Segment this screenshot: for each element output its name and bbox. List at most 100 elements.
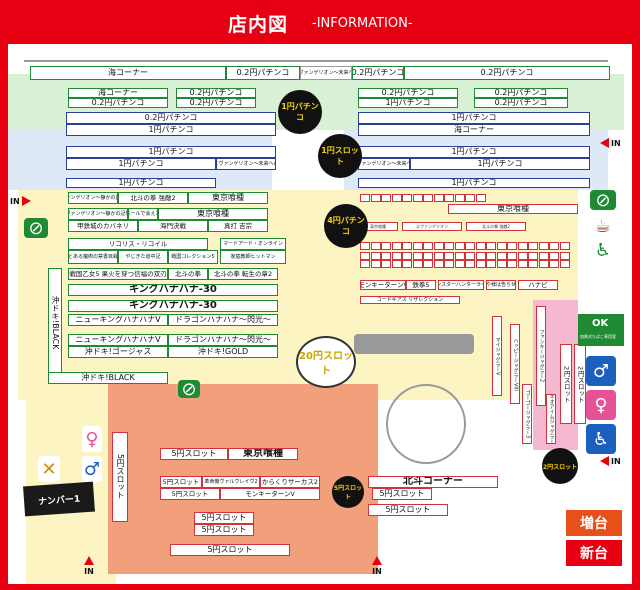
juggler-v1: ファンキージャグラー2: [536, 306, 546, 406]
slot-machine-cell: [465, 252, 475, 260]
slot-machine-cell: [391, 252, 402, 260]
entrance-bottom-left: IN: [84, 556, 94, 576]
slot-l-r1c: 東京喰種: [188, 192, 268, 204]
badge-p1: 1円パチンコ: [278, 90, 322, 134]
slot-machine-cell: [412, 194, 423, 202]
slot-r-r2c: 北斗の拳 強敵2: [466, 222, 526, 231]
new-king-hanahana-row2: ニューキングハナハナV: [68, 334, 168, 346]
p1-row4c: 1円パチンコ: [358, 146, 590, 158]
slot-l-r2a: エヴァンゲリオン〜静かの記憶〜: [68, 208, 128, 220]
restroom-female-icon: ♀: [586, 390, 616, 420]
slot-machine-cell: [549, 242, 559, 250]
dragon-hanahana-row1: ドラゴンハナハナ〜閃光〜: [168, 314, 278, 326]
arrow-up-icon: [372, 556, 382, 565]
king-hanahana-row2: キングハナハナ-30: [68, 300, 278, 312]
slot-machine-cell: [549, 260, 559, 268]
smoking-ok-label: OK: [592, 318, 609, 329]
shindai-sign: 新台: [566, 540, 622, 566]
slot-machine-cell: [559, 242, 570, 250]
arrow-left-icon: [600, 456, 609, 466]
slot-l-r6c: 北斗の拳 転生の章2: [208, 268, 278, 280]
slot-machine-cell: [444, 252, 454, 260]
slot-machine-cell: [402, 260, 412, 268]
entrance-left: IN: [10, 196, 31, 206]
center-counter: [354, 334, 474, 354]
slot-machine-cell: [507, 242, 517, 250]
slot-machine-cell: [391, 260, 402, 268]
evangelion-banner-mid: 新世紀エヴァンゲリオン〜未来への咆哮〜: [216, 158, 276, 170]
slot-machine-cell: [528, 242, 538, 250]
slot-machine-cell: [475, 194, 486, 202]
smoking-ok-area: [578, 314, 624, 346]
slot-machine-cell: [444, 194, 454, 202]
slot-machine-cell: [433, 242, 444, 250]
slot-machine-cell: [507, 260, 517, 268]
slot-machine-cell: [370, 252, 381, 260]
y5-slot-vertical: 5円スロット: [112, 432, 128, 522]
slot-l-r5b: やじきた道中記: [118, 250, 168, 264]
slot-machine-cell: [391, 194, 402, 202]
slot-machine-cell: [423, 260, 433, 268]
slot-r-r3a: モンキーターンV: [360, 280, 406, 290]
y5-slot-7: 5円スロット: [372, 488, 432, 500]
p1-row4d: 1円パチンコ: [410, 158, 590, 170]
badge-s2: 2円スロット: [542, 448, 578, 484]
slot-machine-cell: [559, 260, 570, 268]
smoking-sign-lower: ⊘: [178, 379, 200, 400]
entrance-right-mid-label: IN: [611, 456, 621, 466]
badge-s20: 20円スロット: [296, 336, 356, 388]
restroom-male-left: ♂: [82, 456, 102, 482]
evangelion-banner-right: 新世紀エヴァンゲリオン〜未来への咆哮〜: [358, 158, 410, 170]
umi-row3r: 海コーナー: [358, 124, 590, 136]
slot-machine-cell: [381, 252, 391, 260]
wall-top: [24, 60, 608, 62]
slot-machine-cell: [538, 242, 549, 250]
juggler-v3: ゴーゴージャグラー3: [522, 384, 532, 444]
p02-row2e: 0.2円パチンコ: [474, 88, 568, 98]
slot-machine-cell: [517, 252, 528, 260]
y5-slot-6: 5円スロット: [170, 544, 290, 556]
floor-map: 海コーナー 0.2円パチンコ 新世紀エヴァンゲリオン〜未来への咆哮〜 0.2円パ…: [8, 44, 632, 584]
slot-machine-cell: [486, 260, 496, 268]
smoking-room-icon: ⊘: [590, 190, 616, 211]
y5-slot-5: 5円スロット: [194, 524, 254, 536]
slot-l-r1b: 北斗の拳 強敵2: [118, 192, 188, 204]
cafe-icon: ☕: [590, 216, 616, 237]
slot-r-r2b: エヴァンゲリオン: [402, 222, 462, 231]
slot-2yen-v6: 2円スロット: [560, 344, 572, 424]
slot-l-r5a: とある魔術の禁書目録: [68, 250, 118, 264]
slot-machine-cell: [496, 260, 507, 268]
slot-machine-cell: [549, 252, 559, 260]
slot-machine-cell: [360, 242, 370, 250]
entrance-right-top: IN: [600, 138, 621, 148]
restroom-female-left: ♀: [82, 426, 102, 452]
umi-corner-row1: 海コーナー: [30, 66, 226, 80]
shop-logo: ナンバー1: [23, 481, 95, 517]
slot-machine-cell: [381, 260, 391, 268]
p1-row4b: 1円パチンコ: [66, 158, 216, 170]
y5-slot-2: 5円スロット: [160, 476, 202, 488]
slot-l-r1a: エヴァンゲリオン〜静かの記憶〜: [68, 192, 118, 204]
slot-machine-cell: [370, 260, 381, 268]
new-king-hanahana-row1: ニューキングハナハナV: [68, 314, 168, 326]
slot-machine-cell: [381, 194, 391, 202]
p1-row5r: 1円パチンコ: [358, 178, 590, 188]
slot-machine-cell: [559, 252, 570, 260]
slot-machine-cell: [423, 194, 433, 202]
entrance-bottom-right-label: IN: [372, 567, 382, 576]
monkey-turn-lower: モンキーターンV: [220, 488, 320, 500]
badge-s1: 1円スロット: [318, 134, 362, 178]
slot-2yen-v7: 2円スロット: [574, 344, 586, 424]
slot-machine-cell: [528, 252, 538, 260]
evangelion-banner-top: 新世紀エヴァンゲリオン〜未来への咆哮〜: [300, 66, 352, 80]
juggler-v4: マイジャグラーV: [492, 316, 502, 396]
slot-l-r2c: 東京喰種: [158, 208, 268, 220]
slot-machine-cell: [454, 252, 465, 260]
hokuto-corner: 北斗コーナー: [368, 476, 498, 488]
slot-r-r4a: コードギアス リザレクション: [360, 296, 460, 304]
accessible-restroom-icon: ♿: [586, 424, 616, 454]
slot-machine-cell: [475, 242, 486, 250]
p1-row2d: 1円パチンコ: [358, 98, 458, 108]
p1-row3: 1円パチンコ: [66, 124, 276, 136]
slot-r-r3e: ハナビ: [518, 280, 558, 290]
